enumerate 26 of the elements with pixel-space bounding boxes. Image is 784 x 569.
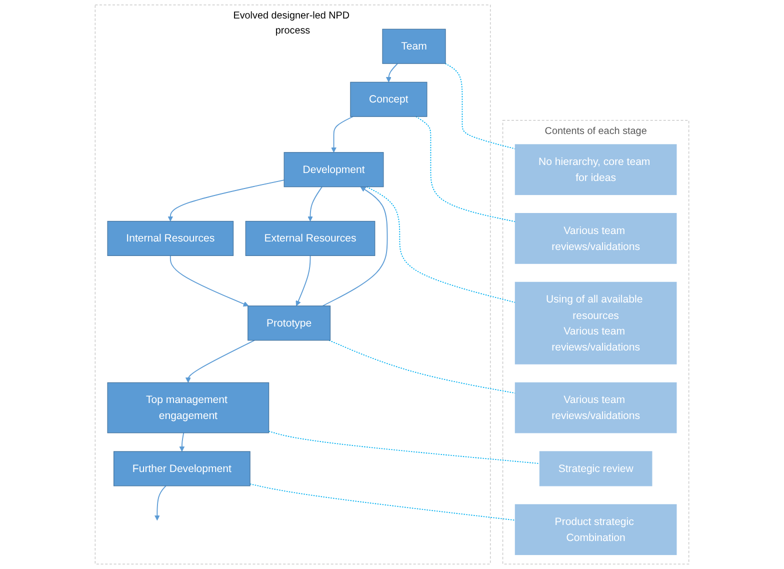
cluster bbox=[502, 120, 690, 564]
arrow bbox=[185, 340, 255, 383]
arrow bbox=[168, 180, 285, 222]
node-box bbox=[350, 82, 428, 117]
node-box bbox=[382, 28, 446, 64]
arrow bbox=[308, 186, 322, 222]
node-box bbox=[245, 220, 376, 256]
arrow bbox=[331, 116, 354, 153]
node-box bbox=[514, 504, 677, 556]
node-box bbox=[514, 213, 677, 264]
node-box bbox=[107, 382, 270, 434]
arrow bbox=[170, 255, 249, 306]
node-box bbox=[107, 220, 234, 256]
arrow bbox=[322, 186, 388, 306]
node-box bbox=[514, 382, 677, 434]
node-box bbox=[114, 451, 250, 486]
node-box bbox=[514, 144, 677, 196]
arrow bbox=[179, 432, 185, 452]
node-box bbox=[248, 306, 331, 341]
cluster bbox=[94, 4, 491, 564]
arrow bbox=[296, 255, 311, 306]
arrow bbox=[154, 485, 166, 521]
node-box bbox=[284, 152, 384, 188]
arrow bbox=[386, 63, 398, 82]
node-box bbox=[514, 282, 677, 364]
node-box bbox=[539, 451, 652, 486]
